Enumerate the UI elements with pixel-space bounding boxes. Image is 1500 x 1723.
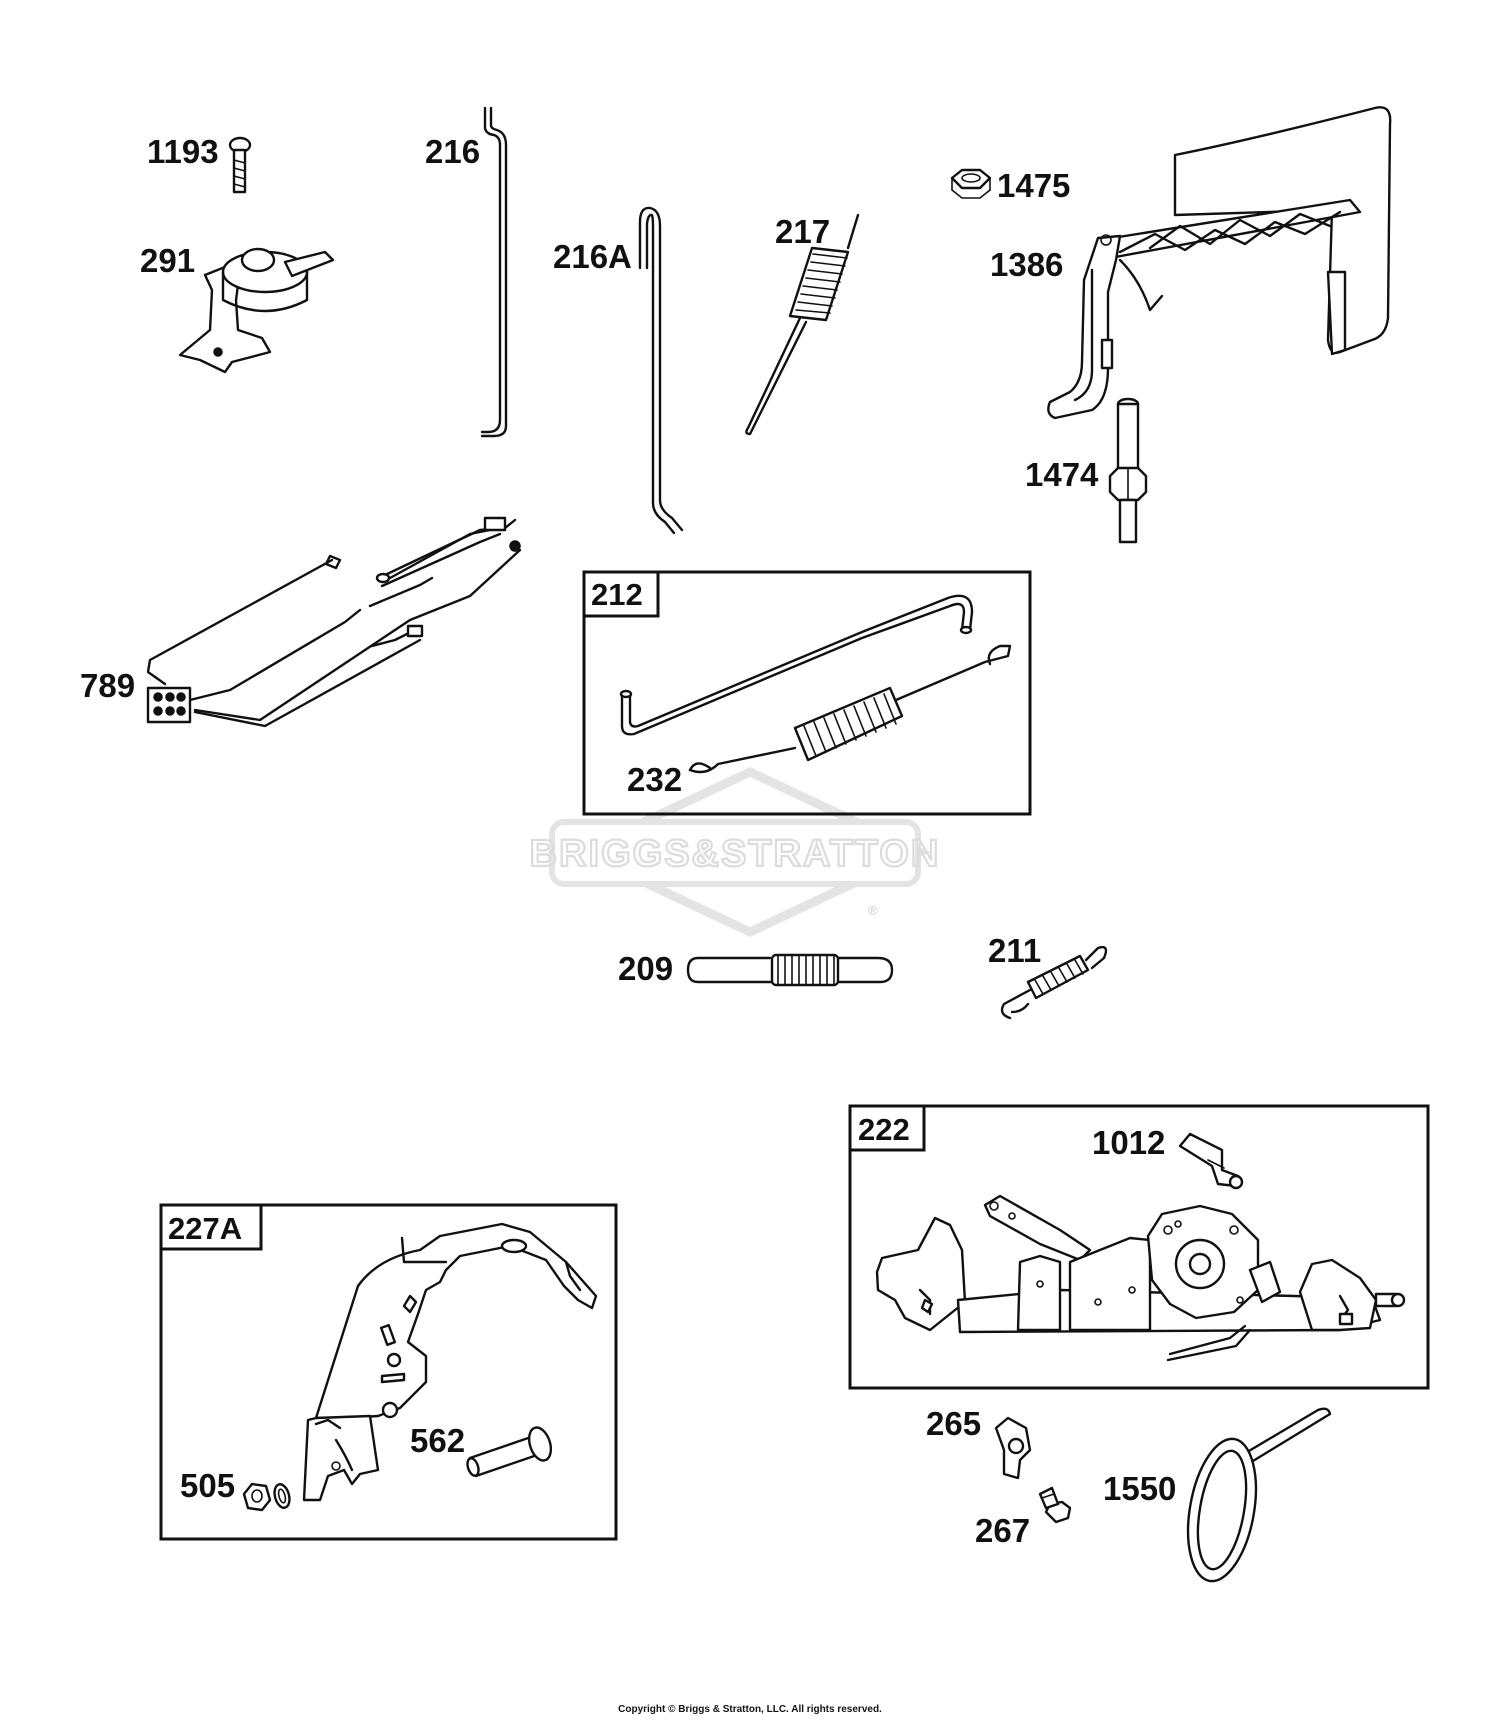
watermark-brand: BRIGGS&STRATTON	[530, 833, 941, 875]
group-222	[848, 1104, 1430, 1390]
label-211: 211	[988, 932, 1041, 969]
part-217-spring-rod[interactable]	[745, 213, 860, 436]
group-label-227A: 227A	[168, 1211, 242, 1246]
part-232-spring[interactable]	[688, 644, 1012, 774]
part-1474-stud[interactable]	[1108, 397, 1148, 544]
label-217: 217	[775, 213, 830, 250]
label-1012: 1012	[1092, 1124, 1165, 1161]
watermark-registered: ®	[868, 903, 878, 918]
label-505: 505	[180, 1467, 235, 1504]
group-212	[582, 570, 1032, 816]
label-1386: 1386	[990, 246, 1063, 283]
label-562: 562	[410, 1422, 465, 1459]
copyright-notice: Copyright © Briggs & Stratton, LLC. All …	[618, 1704, 882, 1715]
part-216-rod[interactable]	[480, 106, 508, 438]
label-1193: 1193	[147, 133, 219, 170]
part-1193-screw[interactable]	[228, 136, 252, 194]
part-216A-rod[interactable]	[638, 206, 684, 535]
part-789-wiring-harness[interactable]	[146, 516, 522, 728]
part-267-screw[interactable]	[1038, 1486, 1072, 1524]
label-216: 216	[425, 133, 480, 170]
label-216A: 216A	[553, 238, 632, 275]
label-1550: 1550	[1103, 1470, 1176, 1507]
part-265-clip[interactable]	[994, 1416, 1032, 1480]
label-291: 291	[140, 242, 195, 279]
part-209-spring[interactable]	[686, 953, 894, 987]
label-265: 265	[926, 1405, 981, 1442]
part-212-rod[interactable]	[619, 594, 974, 736]
label-1475: 1475	[997, 167, 1070, 204]
group-227A	[159, 1203, 618, 1541]
label-232: 232	[627, 761, 682, 798]
part-1550-rod-loop[interactable]	[1178, 1407, 1332, 1587]
group-label-222: 222	[858, 1112, 910, 1147]
part-211-spring[interactable]	[1000, 945, 1108, 1020]
part-1386-air-vane[interactable]	[1047, 106, 1392, 420]
label-1474: 1474	[1025, 456, 1099, 493]
briggs-stratton-watermark: BRIGGS&STRATTON ®	[529, 767, 941, 937]
part-505-nut[interactable]	[242, 1482, 292, 1512]
part-1475-nut[interactable]	[950, 168, 992, 199]
group-label-212: 212	[591, 577, 643, 612]
part-227A-bracket[interactable]	[302, 1222, 598, 1502]
part-222-control-bracket[interactable]	[875, 1194, 1406, 1362]
label-267: 267	[975, 1512, 1030, 1549]
part-562-bolt[interactable]	[465, 1425, 554, 1478]
label-209: 209	[618, 950, 673, 987]
part-1012-clip[interactable]	[1178, 1132, 1244, 1190]
part-291-bracket[interactable]	[178, 247, 335, 374]
label-789: 789	[80, 667, 135, 704]
